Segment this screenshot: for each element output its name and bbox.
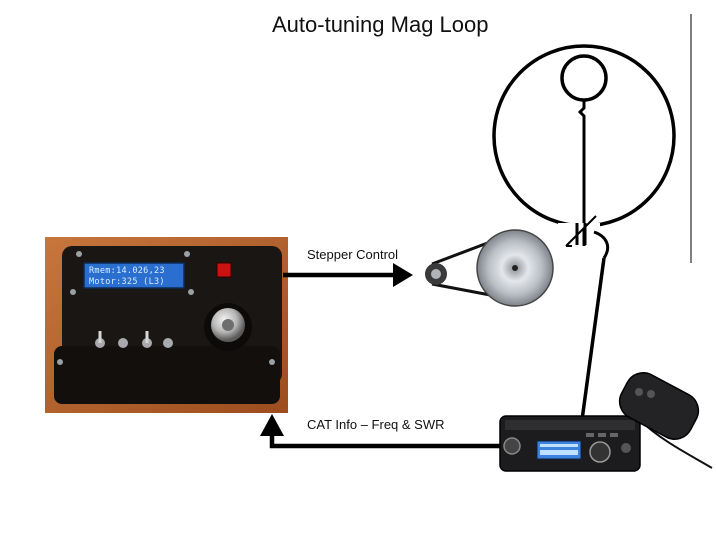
stepper-pulley-drive — [425, 229, 554, 307]
microphone — [618, 372, 713, 469]
controller-box: Rmem:14.026,23 Motor:325 (L3) — [45, 237, 288, 413]
cat-info-text: CAT Info – Freq & SWR — [307, 417, 445, 432]
stepper-control-label: Stepper Control — [307, 247, 398, 262]
tuning-capacitor — [558, 215, 600, 247]
screw-icon — [188, 289, 194, 295]
diagram-title-text: Auto-tuning Mag Loop — [272, 12, 489, 37]
radio-volume-knob — [503, 437, 521, 455]
red-push-button — [216, 262, 232, 278]
screw-icon — [76, 251, 82, 257]
toggle-switches — [95, 331, 173, 348]
feed-line-lower — [580, 257, 606, 421]
radio-tuning-knob — [589, 441, 611, 463]
screw-icon — [269, 359, 275, 365]
stepper-control-text: Stepper Control — [307, 247, 399, 262]
screw-icon — [184, 251, 190, 257]
screw-icon — [57, 359, 63, 365]
cat-info-arrow — [260, 414, 500, 449]
controller-lcd — [83, 262, 185, 289]
coupling-loop — [560, 54, 608, 102]
diagram-title: Auto-tuning Mag Loop — [272, 12, 489, 38]
lcd-line-1: Rmem:14.026,23 — [89, 266, 165, 276]
mag-loop-antenna — [492, 44, 676, 421]
radio-transceiver — [499, 372, 713, 472]
feed-curve — [593, 230, 610, 259]
stepper-control-arrow — [283, 263, 413, 287]
lcd-line-2: Motor:325 (L3) — [89, 277, 165, 287]
feed-line-upper — [577, 100, 586, 246]
screw-icon — [70, 289, 76, 295]
cat-info-label: CAT Info – Freq & SWR — [307, 417, 445, 432]
